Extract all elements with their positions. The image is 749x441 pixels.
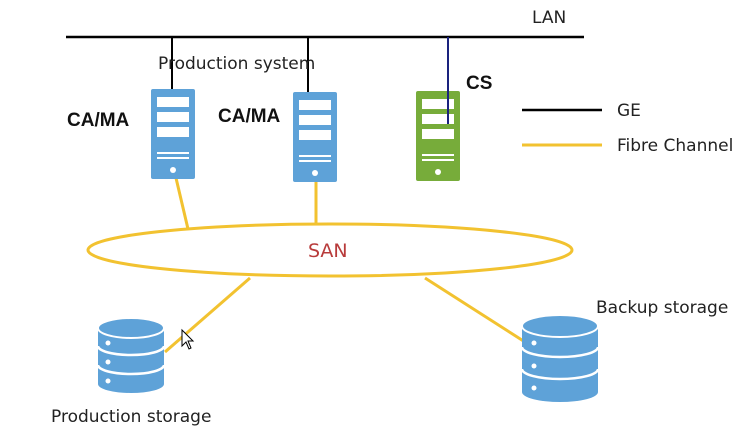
server-icon xyxy=(293,92,337,182)
fc-link-san-production-storage xyxy=(164,276,251,354)
server1-label: CA/MA xyxy=(67,110,130,131)
lan-label: LAN xyxy=(532,8,566,28)
cs-label: CS xyxy=(466,73,492,94)
backup-storage-label: Backup storage xyxy=(596,298,728,318)
legend-fibre-channel-label: Fibre Channel xyxy=(617,136,733,156)
fc-link-server1-san xyxy=(174,177,190,230)
san-ellipse xyxy=(86,222,574,278)
production-storage-label: Production storage xyxy=(51,407,211,427)
mouse-cursor-icon xyxy=(181,328,195,350)
fc-link-san-backup-storage xyxy=(424,276,526,344)
production-system-label: Production system xyxy=(158,54,315,74)
server-icon xyxy=(151,89,195,179)
database-icon xyxy=(96,317,166,393)
server2-label: CA/MA xyxy=(218,106,281,127)
server-icon xyxy=(416,91,460,181)
database-icon xyxy=(520,314,600,402)
legend-ge-label: GE xyxy=(617,101,641,121)
san-label: SAN xyxy=(308,240,348,262)
